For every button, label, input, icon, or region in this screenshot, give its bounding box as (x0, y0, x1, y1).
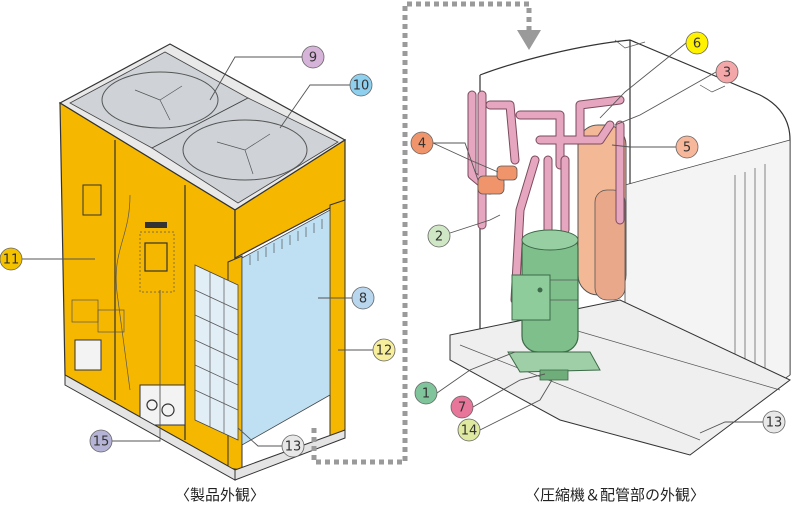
callout-badge (0, 247, 23, 271)
callout-number: 6 (693, 37, 701, 52)
caption-product-exterior: 〈製品外観〉 (175, 486, 265, 504)
service-panel (144, 242, 168, 272)
callout-badge (301, 45, 325, 69)
heat-exchanger-coil (241, 209, 331, 446)
flow-connector (311, 1, 532, 465)
side-coil-grid (194, 264, 239, 441)
callout-badge (715, 60, 739, 84)
callout-number: 7 (458, 401, 466, 416)
callout-badge (281, 434, 305, 458)
callout-3: 3 (715, 60, 739, 84)
callout-8: 8 (351, 286, 375, 310)
callout-badge (349, 73, 373, 97)
callout-badge (410, 131, 434, 155)
callout-12: 12 (372, 338, 396, 362)
callout-14: 14 (457, 418, 481, 442)
callout-badge (762, 410, 786, 434)
four-way-valve (477, 175, 505, 195)
callout-number: 5 (683, 141, 691, 156)
product-exterior-illustration (58, 43, 347, 481)
callout-number: 10 (353, 79, 370, 94)
callout-15: 15 (89, 429, 113, 453)
caption-compressor-piping: 〈圧縮機＆配管部の外観〉 (525, 486, 705, 504)
callout-badge (450, 395, 474, 419)
callout-number: 13 (766, 416, 783, 431)
callout-badge (457, 418, 481, 442)
callout-number: 11 (3, 253, 20, 268)
fan-rear (101, 71, 219, 129)
fan-front (182, 119, 308, 181)
nameplate (145, 222, 167, 228)
callout-number: 3 (723, 66, 731, 81)
callout-badge (675, 135, 699, 159)
callout-2: 2 (427, 224, 451, 248)
callout-13-right: 13 (762, 410, 786, 434)
callout-number: 4 (418, 137, 426, 152)
callout-number: 8 (359, 292, 367, 307)
callout-badge (89, 429, 113, 453)
callout-9: 9 (301, 45, 325, 69)
callout-badge (414, 381, 438, 405)
callout-1: 1 (414, 381, 438, 405)
callout-number: 14 (461, 424, 478, 439)
callout-badge (351, 286, 375, 310)
panel-hatch (82, 184, 102, 216)
compressor-piping-illustration (449, 39, 791, 456)
side-frame-right (329, 199, 346, 438)
callout-5: 5 (675, 135, 699, 159)
callout-10: 10 (349, 73, 373, 97)
callout-11: 11 (0, 247, 23, 271)
callout-number: 13 (285, 440, 302, 455)
terminal-box (511, 274, 551, 321)
callout-4: 4 (410, 131, 434, 155)
base-opening (74, 339, 102, 371)
callout-badge (427, 224, 451, 248)
compressor (507, 229, 601, 381)
leader-lines (20, 42, 763, 447)
callout-6: 6 (685, 31, 709, 55)
callout-13-left: 13 (281, 434, 305, 458)
compressor-base (507, 351, 601, 373)
anti-vibration-mount (539, 369, 569, 381)
callout-number: 9 (309, 51, 317, 66)
callout-number: 15 (93, 435, 110, 450)
flow-arrow-head (517, 30, 541, 50)
callout-badge (372, 338, 396, 362)
callout-number: 12 (376, 344, 393, 359)
callout-number: 2 (435, 230, 443, 245)
callout-number: 1 (422, 387, 430, 402)
callout-badge (685, 31, 709, 55)
callout-7: 7 (450, 395, 474, 419)
